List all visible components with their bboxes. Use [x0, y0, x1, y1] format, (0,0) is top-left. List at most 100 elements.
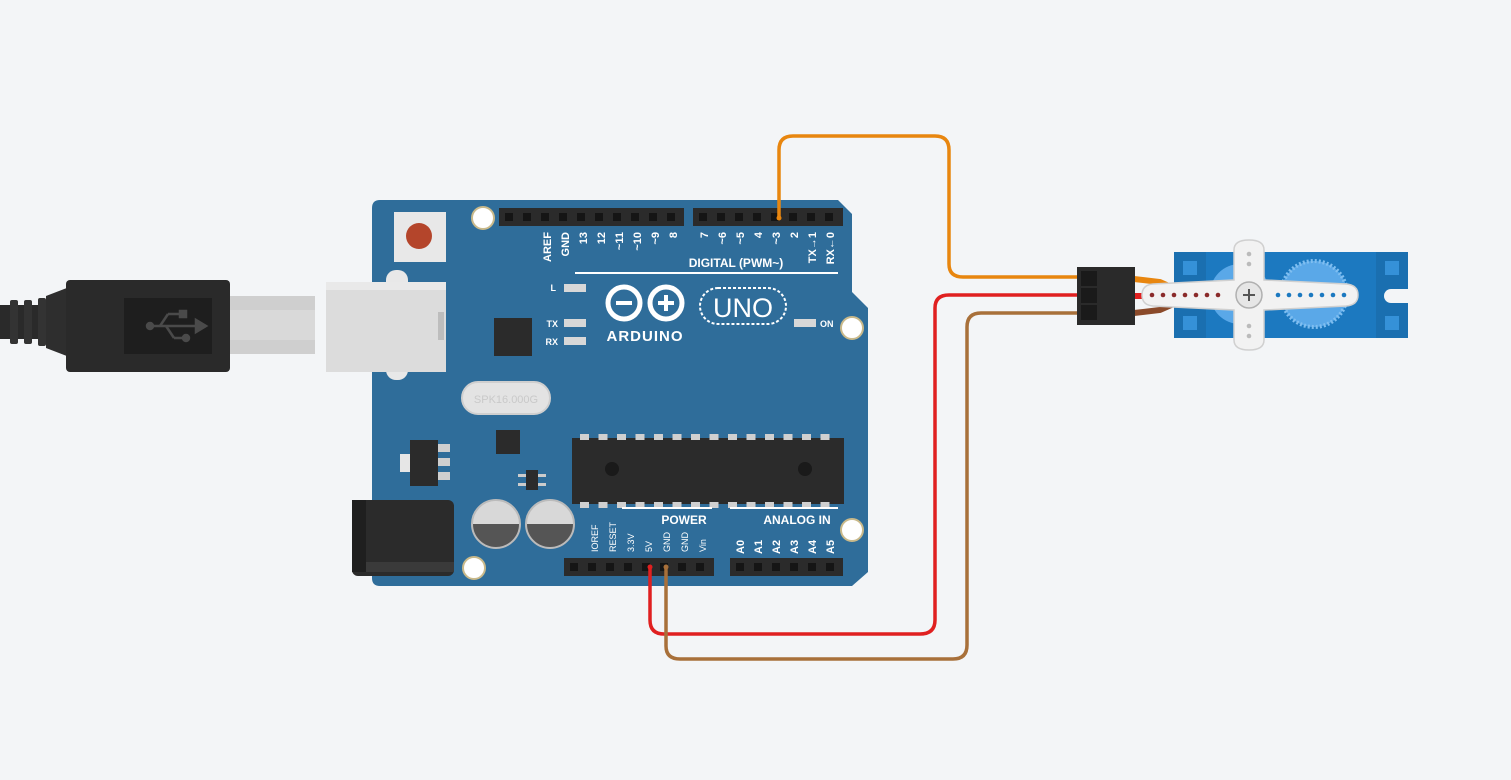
servo-mount-hole	[1183, 316, 1197, 330]
header-pin-socket[interactable]	[699, 213, 707, 221]
chip-leg	[654, 434, 663, 440]
chip-leg	[746, 502, 756, 508]
pin-label-13: 13	[578, 232, 590, 244]
mounting-hole	[840, 316, 864, 340]
analog-section-label: ANALOG IN	[763, 513, 830, 527]
usb-cable-cord	[0, 305, 40, 339]
header-pin-socket[interactable]	[808, 563, 816, 571]
header-pin-socket[interactable]	[736, 563, 744, 571]
reset-button[interactable]	[394, 212, 446, 262]
header-pin-socket[interactable]	[717, 213, 725, 221]
chip-leg	[765, 502, 774, 508]
header-pin-socket[interactable]	[753, 213, 761, 221]
servo-slot-opening	[1391, 289, 1409, 303]
header-pin-socket[interactable]	[606, 563, 614, 571]
digital-header-right[interactable]	[693, 208, 843, 226]
servo-mount-hole	[1183, 261, 1197, 275]
horn-hole	[1308, 292, 1314, 298]
header-pin-socket[interactable]	[577, 213, 585, 221]
horn-hole	[1215, 292, 1221, 298]
wire-signal[interactable]	[777, 134, 1086, 279]
header-pin-socket[interactable]	[696, 563, 704, 571]
header-pin-socket[interactable]	[667, 213, 675, 221]
capacitor	[525, 499, 575, 549]
wire-ground[interactable]	[664, 311, 1086, 661]
header-pin-socket[interactable]	[789, 213, 797, 221]
header-pin-socket[interactable]	[541, 213, 549, 221]
chip-leg	[783, 434, 793, 440]
header-pin-socket[interactable]	[735, 213, 743, 221]
header-pin-socket[interactable]	[771, 213, 779, 221]
power-header[interactable]	[564, 558, 714, 576]
servo-motor[interactable]	[1077, 239, 1409, 351]
header-pin-socket[interactable]	[678, 563, 686, 571]
header-pin-socket[interactable]	[624, 563, 632, 571]
usb-cable-ridge	[38, 298, 46, 346]
servo-mount-hole	[1385, 316, 1399, 330]
chip-leg	[746, 434, 756, 440]
power-section-label: POWER	[661, 513, 707, 527]
chip-leg	[617, 434, 626, 440]
chip-leg	[672, 502, 682, 508]
pin-label-5v: 5V	[644, 541, 654, 552]
chip-leg	[598, 434, 608, 440]
pin-label-4: 4	[753, 231, 765, 238]
chip-leg	[728, 434, 737, 440]
mounting-hole	[462, 556, 486, 580]
servo-horn[interactable]	[1141, 239, 1359, 351]
horn-hole	[1275, 292, 1281, 298]
horn-hole	[1171, 292, 1177, 298]
header-pin-socket[interactable]	[642, 563, 650, 571]
analog-header[interactable]	[730, 558, 843, 576]
arduino-uno-board[interactable]: SPK16.000G L TX RX ON ARDUINO UNO DIGITA…	[326, 200, 868, 586]
reset-button-cap[interactable]	[406, 223, 432, 249]
header-pin-socket[interactable]	[825, 213, 833, 221]
usb-icon	[145, 309, 209, 343]
usb-cable-ridge	[10, 300, 18, 344]
voltage-regulator	[400, 440, 450, 486]
header-pin-socket[interactable]	[523, 213, 531, 221]
servo-connector-pin[interactable]	[1081, 271, 1097, 286]
header-pin-socket[interactable]	[772, 563, 780, 571]
chip-leg	[820, 502, 830, 508]
led-rx-label: RX	[545, 337, 558, 347]
led-tx-label: TX	[546, 319, 558, 329]
header-pin-socket[interactable]	[807, 213, 815, 221]
digital-header-pins	[505, 213, 833, 221]
dc-barrel-jack	[352, 500, 454, 576]
wire-power[interactable]	[648, 293, 1086, 636]
header-pin-socket[interactable]	[631, 213, 639, 221]
servo-connector-pin[interactable]	[1081, 305, 1097, 320]
header-pin-socket[interactable]	[826, 563, 834, 571]
pin-label-gnd: GND	[560, 232, 572, 257]
chip-leg	[672, 434, 682, 440]
header-pin-socket[interactable]	[754, 563, 762, 571]
digital-section-label: DIGITAL (PWM~)	[689, 256, 784, 270]
pin-label-5: ~5	[735, 232, 747, 245]
servo-mount-hole	[1385, 261, 1399, 275]
led-l	[564, 284, 586, 292]
horn-hole	[1297, 292, 1303, 298]
chip-leg	[709, 434, 719, 440]
pin-label-tx1: TX→1	[807, 232, 819, 263]
servo-connector-pin[interactable]	[1081, 288, 1097, 303]
header-pin-socket[interactable]	[613, 213, 621, 221]
pin-label-a4: A4	[807, 539, 819, 554]
header-pin-socket[interactable]	[588, 563, 596, 571]
header-pin-socket[interactable]	[595, 213, 603, 221]
pin-label-ioref: IOREF	[590, 524, 600, 552]
header-pin-socket[interactable]	[505, 213, 513, 221]
led-tx	[564, 319, 586, 327]
header-pin-socket[interactable]	[790, 563, 798, 571]
header-pin-socket[interactable]	[559, 213, 567, 221]
chip-leg	[820, 434, 830, 440]
header-pin-socket[interactable]	[649, 213, 657, 221]
pin-label-9: ~9	[650, 232, 662, 245]
usb-cable[interactable]	[0, 280, 315, 372]
plus-icon	[1243, 289, 1255, 301]
header-pin-socket[interactable]	[570, 563, 578, 571]
chip-leg	[728, 502, 737, 508]
digital-header-left[interactable]	[499, 208, 684, 226]
pin-label-a5: A5	[825, 540, 837, 554]
